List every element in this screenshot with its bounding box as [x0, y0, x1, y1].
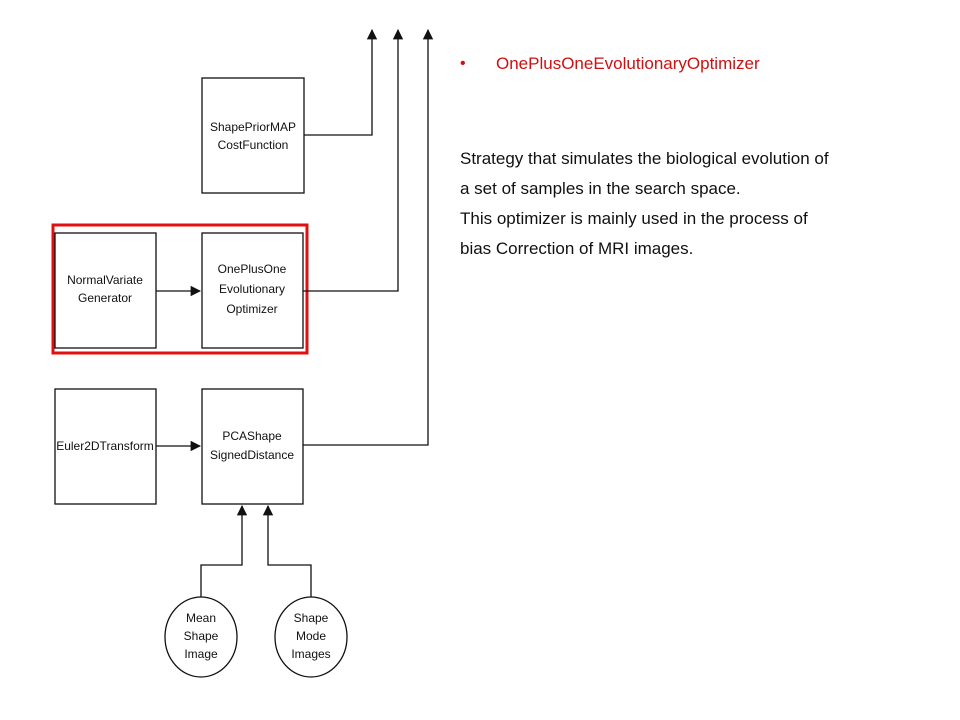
- node-label-line: Mean: [186, 611, 216, 625]
- euler2dtransform-node: Euler2DTransform: [54, 388, 157, 505]
- description-line: bias Correction of MRI images.: [460, 239, 694, 258]
- node-label-line: Evolutionary: [219, 282, 285, 296]
- node-label-line: Mode: [296, 629, 326, 643]
- bullet-title: OnePlusOneEvolutionaryOptimizer: [496, 54, 760, 73]
- description-line: This optimizer is mainly used in the pro…: [460, 209, 808, 228]
- node-label-line: Image: [184, 647, 218, 661]
- connector-arrow: [262, 504, 312, 597]
- component-diagram: ShapePriorMAP CostFunction NormalVariate…: [51, 28, 434, 678]
- mean-shape-image-node: Mean Shape Image: [164, 596, 238, 678]
- node-label-line: Generator: [78, 291, 132, 305]
- node-label-line: Shape: [294, 611, 329, 625]
- node-label-line: PCAShape: [222, 429, 282, 443]
- node-label-line: Images: [291, 647, 330, 661]
- bullet-dot-icon: •: [460, 55, 466, 72]
- node-label-line: Euler2DTransform: [56, 439, 154, 453]
- node-label-line: SignedDistance: [210, 448, 294, 462]
- node-label-line: Optimizer: [226, 302, 277, 316]
- oneplusone-optimizer-node: OnePlusOne Evolutionary Optimizer: [201, 232, 304, 349]
- connector-arrow: [200, 504, 248, 597]
- connector-arrow: [303, 28, 434, 446]
- node-label-line: NormalVariate: [67, 273, 143, 287]
- node-label-line: CostFunction: [218, 138, 289, 152]
- pcashape-signeddistance-node: PCAShape SignedDistance: [201, 388, 304, 505]
- description-line: a set of samples in the search space.: [460, 179, 741, 198]
- node-label-line: OnePlusOne: [218, 262, 287, 276]
- connector-arrow: [304, 28, 378, 136]
- node-label-line: ShapePriorMAP: [210, 120, 296, 134]
- shapeprior-costfunction-node: ShapePriorMAP CostFunction: [201, 77, 305, 194]
- highlight-frame: [51, 223, 309, 355]
- description-text: Strategy that simulates the biological e…: [460, 144, 940, 264]
- bullet-item: • OnePlusOneEvolutionaryOptimizer: [460, 50, 940, 78]
- shape-mode-images-node: Shape Mode Images: [274, 596, 348, 678]
- node-label-line: Shape: [184, 629, 219, 643]
- description-panel: • OnePlusOneEvolutionaryOptimizer Strate…: [460, 50, 940, 264]
- description-line: Strategy that simulates the biological e…: [460, 149, 829, 168]
- normalvariate-generator-node: NormalVariate Generator: [54, 232, 157, 349]
- connector-arrow: [303, 28, 404, 292]
